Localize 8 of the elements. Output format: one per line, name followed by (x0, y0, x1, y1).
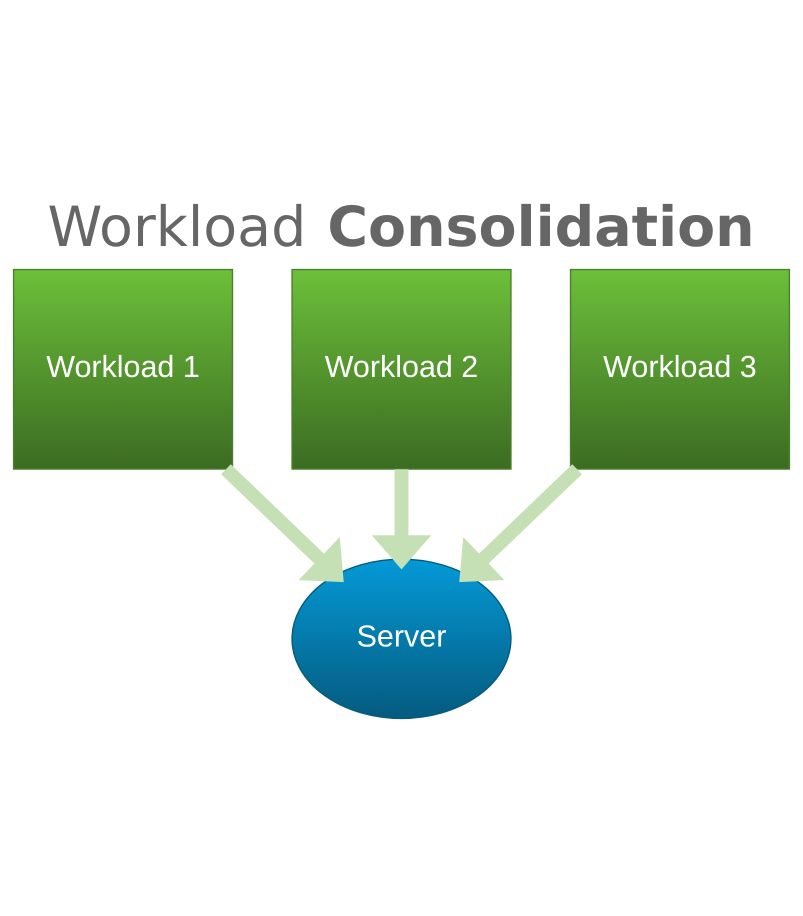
node-box: Workload 1 (12, 268, 234, 470)
arrow (459, 464, 582, 582)
node-ellipse: Server (291, 558, 512, 720)
arrow (221, 464, 344, 582)
node-box: Workload 3 (570, 268, 790, 470)
diagram-title: Workload Consolidation (48, 196, 755, 260)
arrow (372, 469, 432, 570)
node-box: Workload 2 (291, 268, 512, 470)
